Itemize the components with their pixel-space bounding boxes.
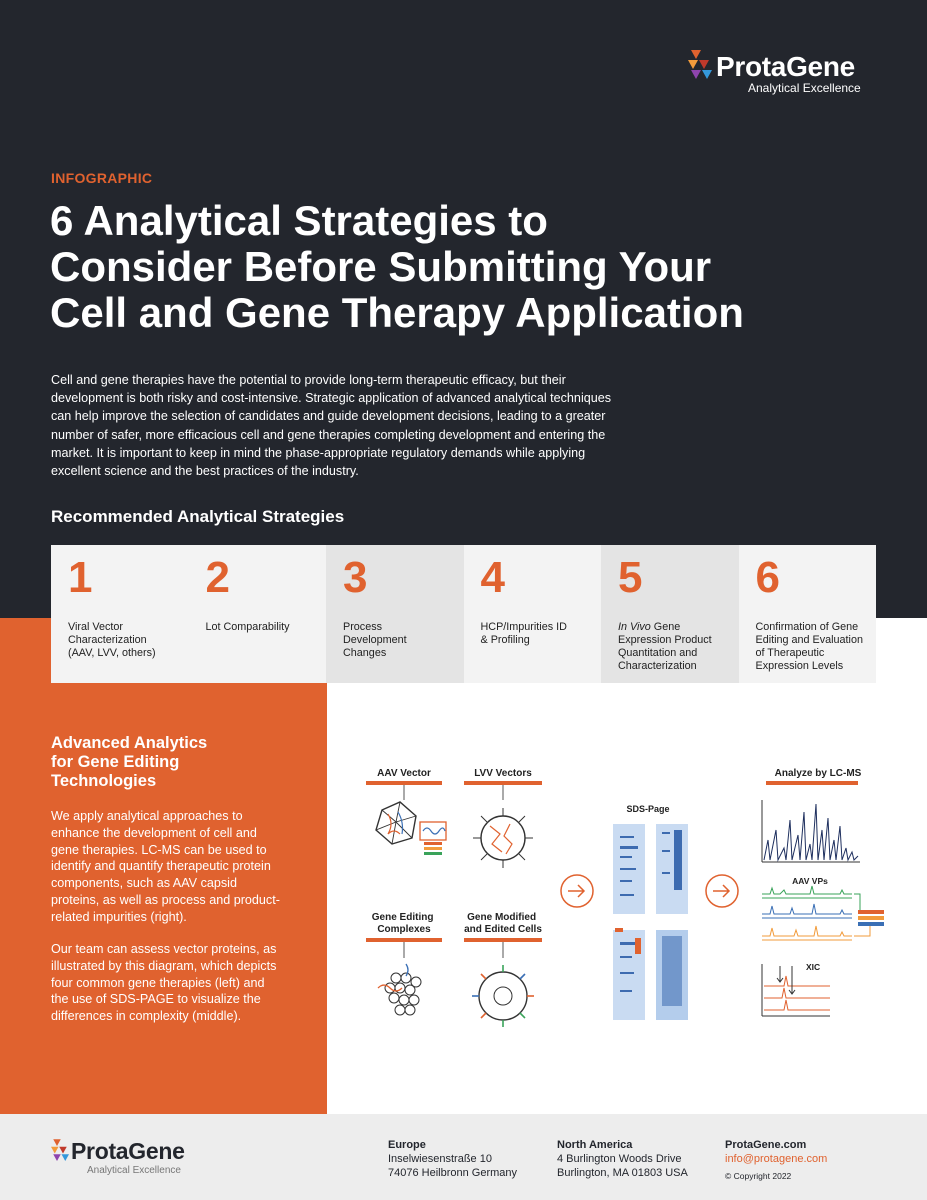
brand-name: ProtaGene [716, 51, 855, 82]
sds-page-label: SDS-Page [626, 804, 669, 814]
orange-sidebar-band [0, 618, 327, 1114]
advanced-paragraph-2: Our team can assess vector proteins, as … [51, 942, 277, 1024]
protagene-logo-icon [51, 1139, 69, 1161]
strategy-number: 2 [205, 553, 230, 602]
brand-tagline: Analytical Excellence [748, 81, 861, 95]
analytics-diagram: AAV Vector LVV Vectors [340, 760, 900, 1030]
strategy-card-1: 1 Viral Vector Characterization (AAV, LV… [51, 545, 189, 683]
gene-editing-label: Gene Editing Complexes [372, 912, 436, 935]
modified-cell-icon [472, 965, 534, 1027]
strategy-number: 4 [480, 553, 505, 602]
strategy-card-4: 4 HCP/Impurities ID & Profiling [463, 545, 601, 683]
footer-europe-line: Inselwiesenstraße 10 [388, 1153, 492, 1165]
strategy-label: Viral Vector Characterization (AAV, LVV,… [68, 621, 156, 659]
strategy-label: Lot Comparability [205, 621, 290, 633]
footer-europe-heading: Europe [388, 1139, 426, 1151]
xic-label: XIC [806, 962, 820, 972]
strategy-card-2: 2 Lot Comparability [188, 545, 326, 683]
footer-brand-tagline: Analytical Excellence [87, 1165, 181, 1176]
footer-email-link[interactable]: info@protagene.com [725, 1153, 828, 1165]
page-title: 6 Analytical Strategies to Consider Befo… [50, 198, 810, 336]
footer-na-heading: North America [557, 1139, 633, 1151]
strategy-cards: 1 Viral Vector Characterization (AAV, LV… [51, 545, 876, 683]
xic-chart [761, 964, 830, 1017]
sds-page-gel-images [613, 824, 688, 1020]
advanced-paragraph-1: We apply analytical approaches to enhanc… [51, 809, 280, 924]
strategy-card-5: 5 In Vivo Gene Expression Product Quanti… [601, 545, 739, 683]
eyebrow-label: INFOGRAPHIC [51, 170, 153, 186]
advanced-analytics-title: Advanced Analytics for Gene Editing Tech… [51, 734, 208, 790]
strategy-card-6: 6 Confirmation of Gene Editing and Evalu… [738, 545, 876, 683]
footer-brand-logo[interactable]: ProtaGene Analytical Excellence [51, 1138, 221, 1180]
vp-legend-bars [858, 910, 884, 926]
lvv-vectors-label: LVV Vectors [474, 768, 532, 779]
aav-vector-label: AAV Vector [377, 768, 431, 779]
footer-web: ProtaGene.com info@protagene.com © Copyr… [725, 1138, 827, 1183]
arrow-right-icon [560, 874, 594, 908]
strategy-number: 6 [755, 553, 780, 602]
footer-europe: Europe Inselwiesenstraße 10 74076 Heilbr… [388, 1138, 517, 1180]
footer-north-america: North America 4 Burlington Woods Drive B… [557, 1138, 688, 1180]
footer [0, 1114, 927, 1200]
footer-brand-name: ProtaGene [71, 1138, 185, 1164]
strategy-number: 5 [618, 553, 643, 602]
footer-europe-line: 74076 Heilbronn Germany [388, 1167, 518, 1179]
title-line: Cell and Gene Therapy Application [50, 289, 744, 336]
lcms-chromatogram [761, 800, 860, 863]
strategy-label: Confirmation of Gene Editing and Evaluat… [755, 621, 863, 672]
footer-website-link[interactable]: ProtaGene.com [725, 1139, 807, 1151]
strategy-label: HCP/Impurities ID & Profiling [480, 621, 567, 646]
brand-logo[interactable]: ProtaGene Analytical Excellence [688, 50, 888, 100]
gene-modified-label: Gene Modified and Edited Cells [464, 912, 542, 935]
footer-copyright: © Copyright 2022 [725, 1171, 792, 1181]
lcms-label: Analyze by LC-MS [775, 768, 862, 779]
strategy-card-3: 3 Process Development Changes [326, 545, 464, 683]
strategies-heading: Recommended Analytical Strategies [51, 507, 345, 526]
gene-editing-complex-icon [377, 963, 422, 1016]
hero-section [0, 0, 927, 618]
footer-na-line: 4 Burlington Woods Drive [557, 1153, 682, 1165]
lentivirus-icon [473, 808, 533, 868]
aav-vps-traces [762, 885, 871, 941]
strategy-number: 1 [68, 553, 93, 602]
title-line: 6 Analytical Strategies to [50, 197, 548, 244]
strategy-label: In Vivo Gene Expression Product Quantita… [618, 621, 712, 672]
dna-box-icon [419, 821, 447, 855]
strategy-number: 3 [343, 553, 368, 602]
aav-capsid-icon [375, 801, 417, 845]
protagene-logo-icon [688, 50, 712, 79]
strategy-label: Process Development Changes [343, 621, 407, 659]
intro-paragraph: Cell and gene therapies have the potenti… [51, 373, 612, 479]
arrow-right-icon [705, 874, 739, 908]
aav-vps-label: AAV VPs [792, 876, 828, 886]
footer-na-line: Burlington, MA 01803 USA [557, 1167, 688, 1179]
title-line: Consider Before Submitting Your [50, 243, 712, 290]
